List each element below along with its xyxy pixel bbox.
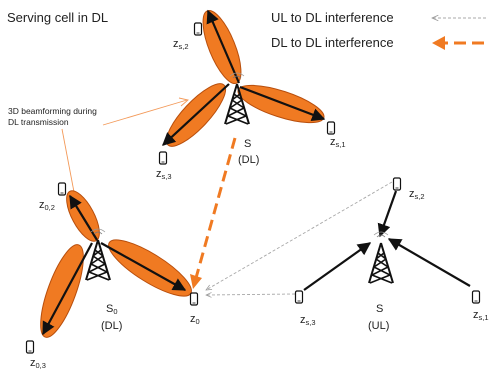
phone-icon [193, 22, 203, 36]
phone-icon [392, 177, 402, 191]
s-dl-beams [165, 10, 325, 147]
phone-icon [57, 182, 67, 196]
dl-interference-arrowhead [190, 274, 202, 289]
s0-dl-beam-arrows [42, 194, 187, 336]
station-s-ul-name: S [376, 303, 383, 315]
station-s-ul-mode: (UL) [368, 320, 389, 332]
phone-icon [294, 290, 304, 304]
page-title: Serving cell in DL [7, 10, 108, 25]
beamforming-annotation-line1: 3D beamforming during [8, 106, 97, 116]
phone-icon [471, 290, 481, 304]
callout-line-top [102, 99, 188, 126]
station-s-dl-name: S [244, 138, 251, 150]
station-s-dl-mode: (DL) [238, 154, 259, 166]
user-z02-label: z0,2 [39, 199, 55, 212]
legend-ul-label: UL to DL interference [271, 10, 394, 25]
user-zs2-right-label: zs,2 [409, 188, 425, 201]
phone-icon [189, 292, 199, 306]
phone-icon [158, 151, 168, 165]
s-dl-beam-arrows [162, 9, 326, 146]
legend-dl-label: DL to DL interference [271, 35, 394, 50]
user-zs3-top-label: zs,3 [156, 168, 172, 181]
dl-interference-arrow [194, 137, 237, 279]
station-s0-name: S0 [106, 303, 118, 316]
user-z0-label: z0 [190, 313, 200, 326]
ul-interference-arrow-2 [206, 294, 296, 295]
user-z03-label: z0,3 [30, 357, 46, 370]
beamforming-annotation-line2: DL transmission [8, 117, 69, 127]
phone-icon [326, 121, 336, 135]
phone-icon [25, 340, 35, 354]
user-zs2-top-label: zs,2 [173, 38, 189, 51]
s-ul-arrows [303, 190, 471, 291]
legend-dl-arrowhead [432, 36, 445, 50]
user-zs1-top-label: zs,1 [330, 136, 346, 149]
station-s0-mode: (DL) [101, 320, 122, 332]
user-zs1-right-label: zs,1 [473, 309, 489, 322]
user-zs3-right-label: zs,3 [300, 314, 316, 327]
ul-interference-arrow-1 [206, 181, 393, 290]
s0-dl-beams [40, 190, 192, 338]
